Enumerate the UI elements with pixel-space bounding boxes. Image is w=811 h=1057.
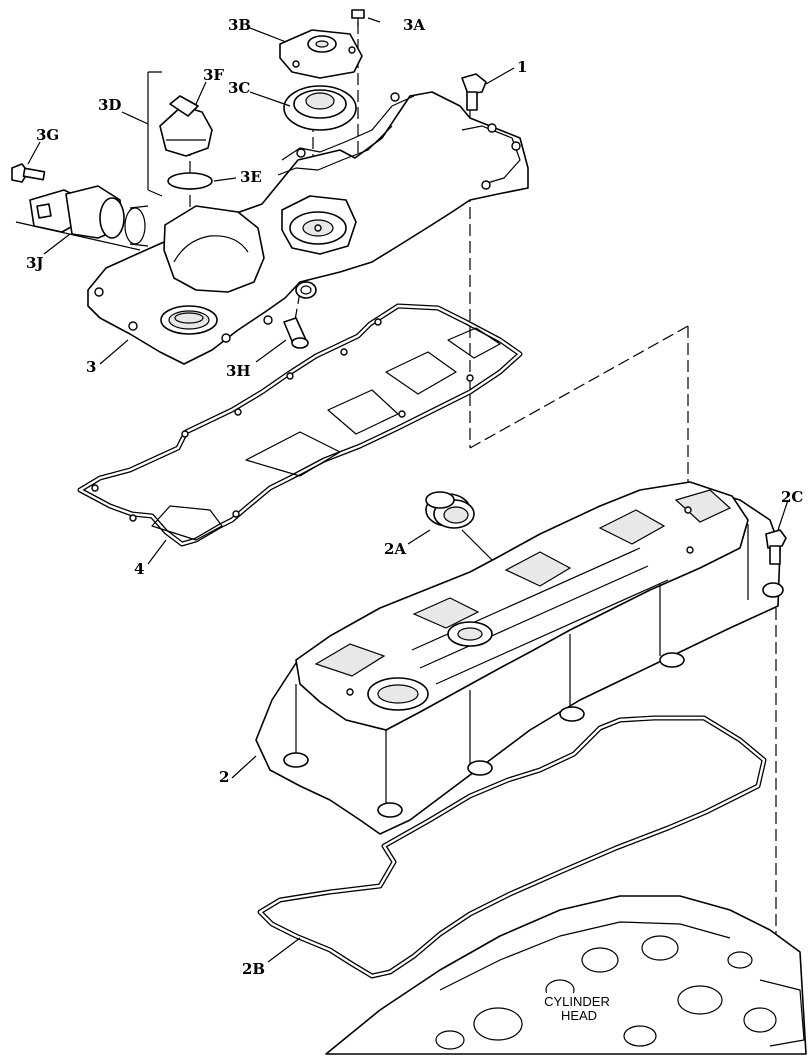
- cylinder-head-label-box: [534, 993, 618, 1025]
- cylinder-head-label-line1: CYLINDER: [544, 994, 610, 1009]
- seal-2A: [425, 491, 475, 529]
- gasket-2B: [257, 715, 767, 979]
- bolt-3G: [11, 163, 46, 183]
- o-ring-3E: [167, 172, 213, 190]
- callout-3J: 3J: [26, 254, 44, 272]
- cylinder-head: CYLINDER HEAD: [325, 895, 807, 1055]
- callout-1: 1: [517, 58, 527, 76]
- sensor-3J: [29, 185, 149, 247]
- callout-labels: 3A 3B 3C 3F 3D 1 3G 3E 3J 3 3H 4 2A 2C 2…: [26, 16, 803, 978]
- callout-4: 4: [134, 560, 144, 578]
- tube-3H: [283, 317, 309, 349]
- callout-2: 2: [219, 768, 229, 786]
- callout-3H: 3H: [226, 362, 251, 380]
- bolt-1: [461, 73, 487, 111]
- callout-3G: 3G: [36, 126, 59, 144]
- callout-2A: 2A: [384, 540, 406, 558]
- callout-2C: 2C: [781, 488, 803, 506]
- leader-lines: [15, 17, 789, 963]
- breather-cap-3B: [279, 29, 363, 79]
- callout-3F: 3F: [203, 66, 224, 84]
- callout-3A: 3A: [403, 16, 425, 34]
- callout-3D: 3D: [98, 96, 121, 114]
- cylinder-head-label-line2: HEAD: [561, 1008, 597, 1023]
- adapter-housing-3: [87, 91, 529, 365]
- callout-2B: 2B: [242, 960, 265, 978]
- bolt-2C: [765, 529, 787, 565]
- gasket-4: [77, 303, 523, 547]
- valve-cover-2: [255, 481, 784, 835]
- diaphragm-3C: [283, 85, 357, 131]
- filler-cap-3F: [159, 95, 213, 157]
- callout-3E: 3E: [240, 168, 262, 186]
- callout-3C: 3C: [228, 79, 250, 97]
- callout-3: 3: [86, 358, 96, 376]
- callout-3B: 3B: [228, 16, 251, 34]
- screw-3A: [351, 9, 365, 26]
